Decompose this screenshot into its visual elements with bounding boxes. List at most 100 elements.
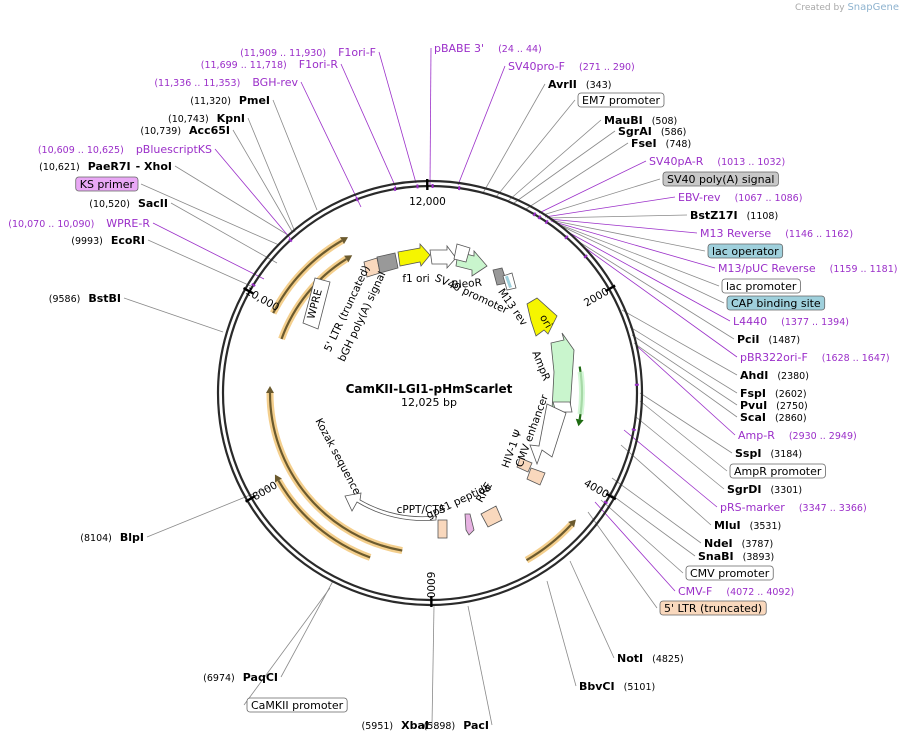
label-sv40-poly-a-signal[interactable]: SV40 poly(A) signal [662,171,779,187]
label-name-paci: PacI [463,719,489,732]
leader-cmv-promoter-31 [600,499,684,574]
leader-maubi-4 [507,119,602,202]
label-name-paqci: PaqCI [243,671,278,684]
em7-feature-arrow[interactable] [429,244,457,270]
box-lac-operator [707,243,784,259]
lac-operator-feature[interactable] [505,275,512,288]
label-paci[interactable]: PacI(5898) [424,719,489,732]
label-sgrai[interactable]: SgrAI(586) [618,125,686,138]
rre-feature[interactable] [480,505,503,528]
cmv-enhancer-feature[interactable] [529,403,567,466]
label-blpi[interactable]: BlpI(8104) [80,531,144,544]
label-prs-marker[interactable]: pRS-marker(3347 .. 3366) [720,501,867,514]
label-pmei[interactable]: PmeI(11,320) [190,94,270,107]
ampr-feature-arrow[interactable] [550,332,575,411]
label-ahdi[interactable]: AhdI(2380) [740,369,809,382]
box-text-lac-promoter: lac promoter [726,280,797,293]
leader-bgh-rev-51 [300,81,362,208]
label-lac-promoter[interactable]: lac promoter [721,278,801,294]
label-sgrdi[interactable]: SgrDI(3301) [727,483,802,496]
label-scai[interactable]: ScaI(2860) [740,411,807,424]
label-sspi[interactable]: SspI(3184) [735,447,802,460]
label-acc65i[interactable]: Acc65I(10,739) [140,124,230,137]
label-name-fsei: FseI [631,137,657,150]
label-sv40pa-r[interactable]: SV40pA-R(1013 .. 1032) [649,155,785,168]
label-kpni[interactable]: KpnI(10,743) [168,112,245,125]
wpre-feature[interactable] [302,277,331,330]
label-sv40pro-f[interactable]: SV40pro-F(271 .. 290) [508,60,635,73]
arc-green-ampr-arrowhead [575,418,584,427]
label-fsei[interactable]: FseI(748) [631,137,691,150]
label-range-f1ori-f: (11,909 .. 11,930) [240,48,326,59]
label-m13-reverse[interactable]: M13 Reverse(1146 .. 1162) [700,227,853,240]
label-wpre-r[interactable]: WPRE-R(10,070 .. 10,090) [8,217,150,230]
label-name-noti: NotI [617,652,643,665]
label-mlui[interactable]: MluI(3531) [714,519,781,532]
label-pcii[interactable]: PciI(1487) [737,333,800,346]
leader-pcii-17 [575,239,735,340]
bgh-polya-feature[interactable] [376,252,399,274]
label-snabi[interactable]: SnaBI(3893) [698,550,774,563]
sv40-promoter-feature[interactable] [453,243,471,263]
label-ebv-rev[interactable]: EBV-rev(1067 .. 1086) [678,191,802,204]
tick-mark-8000 [245,494,256,503]
label-ks-primer[interactable]: KS primer [75,176,139,192]
leader-5-ltr-truncated-33 [587,511,658,609]
label-ecori[interactable]: EcoRI(9993) [71,234,145,247]
label-bbvci[interactable]: BbvCI(5101) [579,680,655,693]
label-lac-operator[interactable]: lac operator [707,243,784,259]
primer-ring-marker-4 [544,219,549,225]
label-ndei[interactable]: NdeI(3787) [704,537,773,550]
label-range-pbr322ori-f: (1628 .. 1647) [822,353,890,364]
label-xbai[interactable]: XbaI(5951) [362,719,429,732]
label-name-pbluescriptks: pBluescriptKS [136,143,212,156]
label-maubi[interactable]: MauBI(508) [604,114,677,127]
arc-orange-2[interactable] [277,479,371,559]
box-cap-binding-site [726,295,826,311]
leader-avrii-2 [482,83,546,194]
arc-orange-3[interactable] [272,239,343,314]
arc-orange-1[interactable] [525,523,572,562]
hiv-psi-feature[interactable] [516,457,533,473]
label-pbr322ori-f[interactable]: pBR322ori-F(1628 .. 1647) [740,351,890,364]
leader-f1ori-r-52 [340,63,398,191]
label-name-m13-puc-reverse: M13/pUC Reverse [718,262,816,275]
label-5-ltr-truncated[interactable]: 5' LTR (truncated) [659,600,767,616]
primer-ring-marker-5 [564,235,569,240]
label-avrii[interactable]: AvrII(343) [548,78,611,91]
label-cmv-f[interactable]: CMV-F(4072 .. 4092) [678,585,794,598]
label-fspi[interactable]: FspI(2602) [740,387,807,400]
arc-kozak-main[interactable] [268,392,403,552]
label-pvui[interactable]: PvuI(2750) [740,399,808,412]
label-name-fspi: FspI [740,387,766,400]
label-pbluescriptks[interactable]: pBluescriptKS(10,609 .. 10,625) [38,143,212,156]
backbone-outer-ring [216,179,644,607]
label-bgh-rev[interactable]: BGH-rev(11,336 .. 11,353) [154,76,298,89]
f1-ori-feature-arrow[interactable] [397,242,431,267]
label-cap-binding-site[interactable]: CAP binding site [726,295,826,311]
box-lac-promoter [721,278,801,294]
label-bstbi[interactable]: BstBI(9586) [49,292,121,305]
label-em7-promoter[interactable]: EM7 promoter [577,92,665,108]
label-amp-r[interactable]: Amp-R(2930 .. 2949) [738,429,857,442]
label-ampr-promoter[interactable]: AmpR promoter [729,463,826,479]
cppt-cts-feature[interactable] [437,519,448,539]
label-camkii-promoter[interactable]: CaMKII promoter [246,697,348,713]
label-noti[interactable]: NotI(4825) [617,652,684,665]
label-paqci[interactable]: PaqCI(6974) [203,671,278,684]
ori-feature-arrow[interactable] [526,297,558,337]
label-f1ori-r[interactable]: F1ori-R(11,699 .. 11,718) [201,58,339,71]
label-sacii[interactable]: SacII(10,520) [89,197,168,210]
label-f1ori-f[interactable]: F1ori-F(11,909 .. 11,930) [240,46,376,59]
arc-orange-4[interactable] [280,258,347,340]
ltr-feature-box-2[interactable] [526,467,546,486]
label-bstz17i[interactable]: BstZ17I(1108) [690,209,778,222]
label-l4440[interactable]: L4440(1377 .. 1394) [733,315,849,328]
camkii-promoter-feature[interactable] [344,492,437,521]
label-m13-puc-reverse[interactable]: M13/pUC Reverse(1159 .. 1181) [718,262,897,275]
feature-label-cppt-cts: cPPT/CTS [397,504,446,516]
label-pbabe-3[interactable]: pBABE 3'(24 .. 44) [434,42,542,55]
gp41-feature[interactable] [464,513,475,536]
label-cmv-promoter[interactable]: CMV promoter [685,565,774,581]
